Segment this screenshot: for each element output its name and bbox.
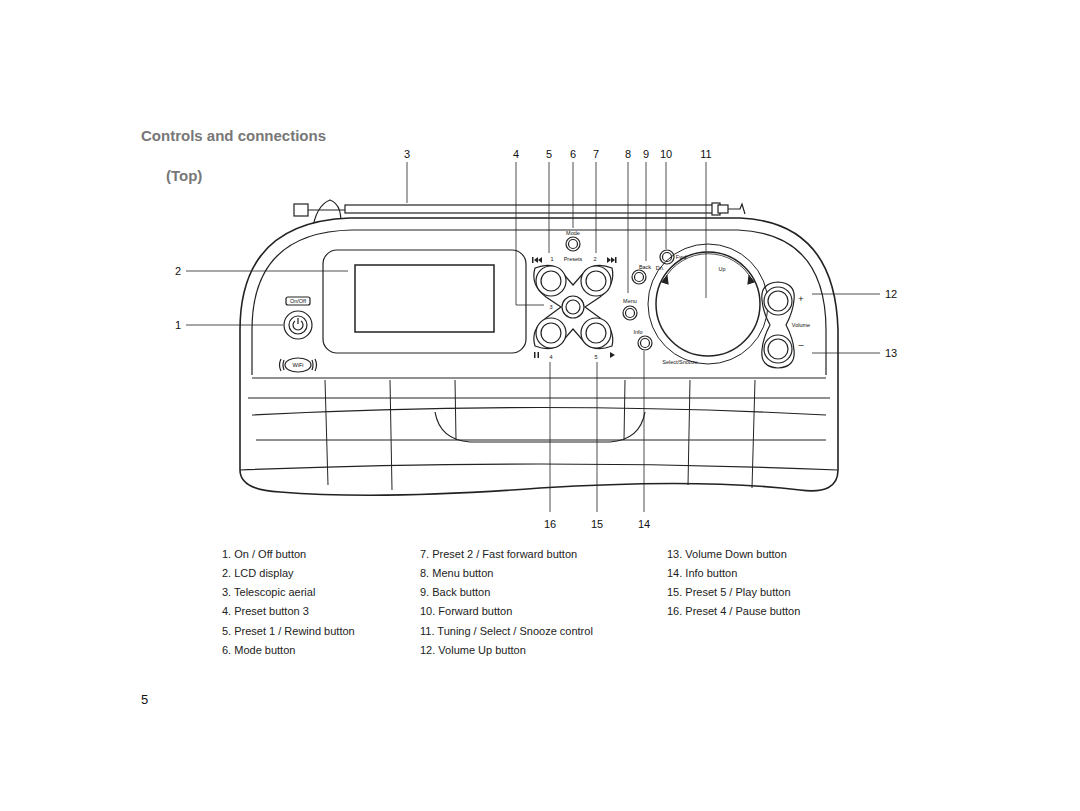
device-label: WiFi [293, 362, 304, 368]
device-label: Info [633, 329, 642, 335]
legend-item: 15. Preset 5 / Play button [667, 586, 791, 598]
device-label: Mode [566, 230, 580, 236]
legend-item: 4. Preset button 3 [222, 605, 309, 617]
callout-number: 14 [637, 518, 651, 530]
device-label: 1 [550, 256, 553, 262]
device-label: 2 [593, 256, 596, 262]
legend-item: 9. Back button [420, 586, 490, 598]
callout-number: 5 [545, 148, 553, 160]
device-label: On/Off [290, 298, 306, 304]
legend-item: 14. Info button [667, 567, 737, 579]
device-label: Back [639, 264, 651, 270]
device-label: 3 [549, 304, 552, 310]
device-label: 4 [549, 354, 552, 360]
page-number: 5 [141, 693, 148, 707]
heading: (Top) [166, 168, 202, 185]
legend-item: 5. Preset 1 / Rewind button [222, 625, 355, 637]
radio-housing [240, 218, 838, 495]
legend-item: 12. Volume Up button [420, 644, 526, 656]
device-label: Dn. [656, 265, 665, 271]
callout-number: 12 [884, 288, 898, 300]
callout-number: 3 [403, 148, 411, 160]
lcd-display [323, 250, 526, 353]
device-label: + [798, 295, 803, 305]
legend-item: 13. Volume Down button [667, 548, 787, 560]
device-label: Fwd [676, 254, 686, 260]
callout-number: 11 [699, 148, 712, 160]
preset-buttons [532, 257, 617, 358]
device-label: Volume [792, 322, 810, 328]
legend-item: 2. LCD display [222, 567, 294, 579]
device-label: – [798, 341, 803, 351]
device-label: Select/Snooze [662, 359, 697, 365]
legend-item: 1. On / Off button [222, 548, 306, 560]
legend-item: 16. Preset 4 / Pause button [667, 605, 800, 617]
callout-number: 13 [884, 347, 898, 359]
legend-item: 6. Mode button [222, 644, 295, 656]
device-label: 5 [594, 354, 597, 360]
on-off-button [284, 297, 312, 339]
legend-item: 7. Preset 2 / Fast forward button [420, 548, 577, 560]
callout-number: 7 [592, 148, 600, 160]
legend-item: 11. Tuning / Select / Snooze control [420, 625, 593, 637]
callout-number: 9 [642, 148, 650, 160]
callout-number: 16 [543, 518, 557, 530]
device-label: Presets [564, 256, 583, 262]
device-label: Up [718, 266, 725, 272]
callout-number: 6 [569, 148, 577, 160]
legend-item: 10. Forward button [420, 605, 512, 617]
callout-number: 1 [174, 319, 182, 331]
volume-buttons [762, 282, 794, 368]
legend-item: 8. Menu button [420, 567, 493, 579]
callout-number: 2 [174, 265, 182, 277]
leader-lines [186, 162, 880, 512]
tuning-knob [648, 244, 768, 364]
callout-number: 4 [512, 148, 520, 160]
legend-item: 3. Telescopic aerial [222, 586, 315, 598]
callout-number: 10 [659, 148, 673, 160]
callout-number: 15 [590, 518, 604, 530]
title: Controls and connections [141, 128, 326, 145]
callout-number: 8 [624, 148, 632, 160]
device-label: Menu [623, 298, 637, 304]
wifi-logo [280, 358, 317, 372]
